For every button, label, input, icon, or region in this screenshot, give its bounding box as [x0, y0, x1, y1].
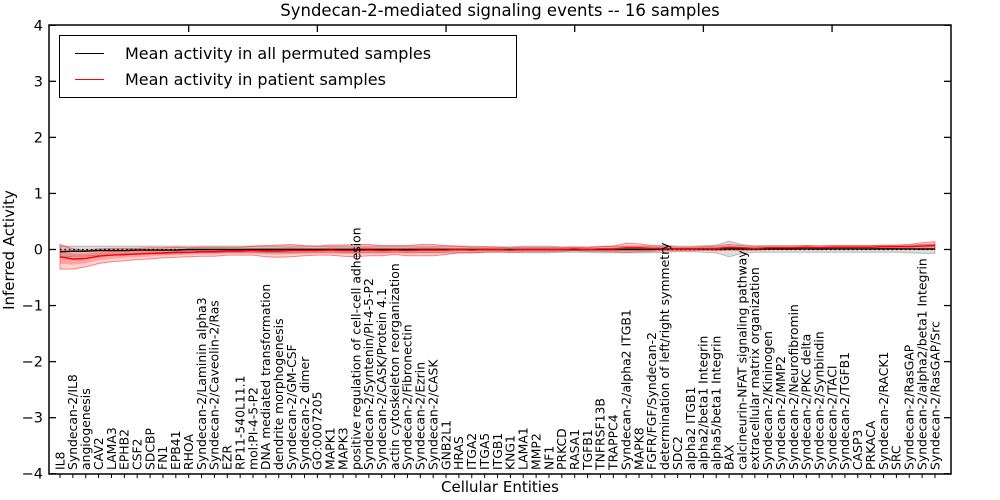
x-tick-label: EZR	[220, 445, 235, 470]
x-tick-label: alpha2 ITGB1	[683, 387, 698, 470]
x-tick-label: EPB41	[168, 430, 183, 470]
x-tick-label: MMP2	[528, 433, 543, 470]
x-tick-label: mol:PI-4-5-P2	[245, 387, 260, 470]
x-tick-label: Syndecan-2/RasGAP/Src	[927, 321, 942, 470]
y-tick-label: 4	[34, 18, 43, 34]
x-tick-label: Syndecan-2/PKC delta	[799, 334, 814, 470]
x-tick-label: Syndecan-2/Caveolin-2/Ras	[207, 300, 222, 470]
patient-line-swatch	[75, 79, 104, 81]
x-tick-label: Syndecan-2/Syntenin/PI-4-5-P2	[361, 278, 376, 470]
x-axis-label: Cellular Entities	[441, 478, 559, 496]
legend-box: Mean activity in all permuted samples Me…	[59, 35, 517, 98]
legend-row-permuted: Mean activity in all permuted samples	[60, 43, 516, 63]
x-tick-label: Syndecan-2/Ezrin	[413, 362, 428, 470]
x-tick-label: Syndecan-2 dimer	[297, 356, 312, 470]
x-tick-label: alpha2/beta1 Integrin	[696, 336, 711, 470]
x-tick-label: IL8	[52, 451, 67, 470]
x-tick-label: ITGA5	[477, 433, 492, 470]
x-tick-label: TRAPPC4	[606, 414, 621, 471]
y-tick-label: −1	[22, 299, 43, 315]
y-tick-label: 0	[34, 243, 43, 259]
x-tick-label: Syndecan-2/Fibronectin	[400, 324, 415, 470]
x-tick-label: GNB2L1	[438, 420, 453, 470]
x-tick-label: Syndecan-2/TACI	[824, 366, 839, 471]
x-tick-label: Syndecan-2/alpha2 ITGB1	[618, 309, 633, 470]
x-tick-label: Syndecan-2/Synbindin	[811, 331, 826, 470]
chart-title: Syndecan-2-mediated signaling events -- …	[280, 1, 720, 20]
x-tick-label: ITGA2	[464, 433, 479, 470]
x-tick-label: Syndecan-2/CASK/Protein 4.1	[374, 288, 389, 470]
x-tick-label: SDCBP	[142, 427, 157, 470]
x-tick-label: actin cytoskeleton reorganization	[387, 263, 402, 470]
patient-mean-line	[59, 244, 936, 260]
x-tick-label: CAV2	[91, 437, 106, 470]
x-tick-label: SDC2	[670, 436, 685, 470]
y-axis-label: Inferred Activity	[0, 190, 18, 310]
legend-row-patient: Mean activity in patient samples	[60, 71, 516, 89]
x-tick-label: HRAS	[451, 436, 466, 470]
x-tick-label: Syndecan-2/Kininogen	[760, 331, 775, 470]
x-tick-label: PRKACA	[863, 420, 878, 470]
x-tick-label: PRKCD	[554, 428, 569, 470]
y-tick-label: −2	[22, 355, 43, 371]
x-tick-label: ITGB1	[490, 433, 505, 470]
legend-label-patient: Mean activity in patient samples	[125, 69, 386, 89]
x-tick-label: determination of left/right symmetry	[657, 243, 672, 471]
x-tick-label: alpha5/beta1 Integrin	[709, 336, 724, 470]
x-tick-label: SRC	[889, 445, 904, 470]
x-tick-label: RASA1	[567, 429, 582, 470]
y-tick-label: 2	[34, 130, 43, 146]
x-tick-label: TNFRSF13B	[593, 398, 608, 471]
legend-label-permuted: Mean activity in all permuted samples	[125, 43, 432, 63]
x-tick-label: FN1	[155, 446, 170, 470]
x-tick-label: LAMA1	[516, 427, 531, 470]
x-tick-label: CSF2	[130, 438, 145, 470]
y-tick-label: 3	[34, 74, 43, 90]
x-tick-label: calcineurin-NFAT signaling pathway	[734, 250, 749, 470]
x-tick-label: MAPK8	[631, 427, 646, 470]
x-tick-label: BAX	[721, 444, 736, 470]
x-tick-label: Syndecan-2/MMP2	[773, 356, 788, 470]
x-tick-label: Syndecan-2/GM-CSF	[284, 344, 299, 470]
x-tick-label: angiogenesis	[78, 388, 93, 470]
y-tick-label: −4	[22, 467, 43, 483]
x-tick-label: Syndecan-2/Laminin alpha3	[194, 297, 209, 470]
x-tick-label: Syndecan-2/alpha2/beta1 Integrin	[914, 258, 929, 470]
x-tick-label: Syndecan-2/RACK1	[876, 352, 891, 470]
x-tick-label: Syndecan-2/CASK	[425, 359, 440, 470]
x-tick-label: DNA mediated transformation	[258, 284, 273, 470]
x-tick-label: Syndecan-2/RasGAP	[902, 344, 917, 470]
x-tick-label: TGFB1	[580, 429, 595, 471]
x-tick-label: dendrite morphogenesis	[271, 318, 286, 470]
x-tick-label: KNG1	[503, 435, 518, 470]
x-tick-label: Syndecan-2/IL8	[65, 374, 80, 470]
x-tick-label: Syndecan-2/TGFB1	[837, 352, 852, 470]
x-tick-label: CASP3	[850, 430, 865, 470]
x-tick-label: RHOA	[181, 434, 196, 470]
y-tick-label: 1	[34, 186, 43, 202]
x-tick-label: NF1	[541, 446, 556, 470]
x-tick-label: LAMA3	[104, 427, 119, 470]
x-tick-label: RP11-540L11.1	[232, 376, 247, 470]
x-tick-label: Syndecan-2/Neurofibromin	[786, 304, 801, 470]
y-tick-label: −3	[22, 411, 43, 427]
x-tick-label: positive regulation of cell-cell adhesio…	[348, 227, 363, 470]
x-tick-label: GO:0007205	[310, 392, 325, 471]
x-tick-label: MAPK3	[335, 427, 350, 470]
x-tick-label: extracellular matrix organization	[747, 267, 762, 470]
permuted-line-swatch	[75, 52, 104, 54]
x-tick-label: FGFR/FGF/Syndecan-2	[644, 332, 659, 470]
x-tick-label: MAPK1	[323, 427, 338, 470]
x-tick-label: EPHB2	[117, 429, 132, 470]
